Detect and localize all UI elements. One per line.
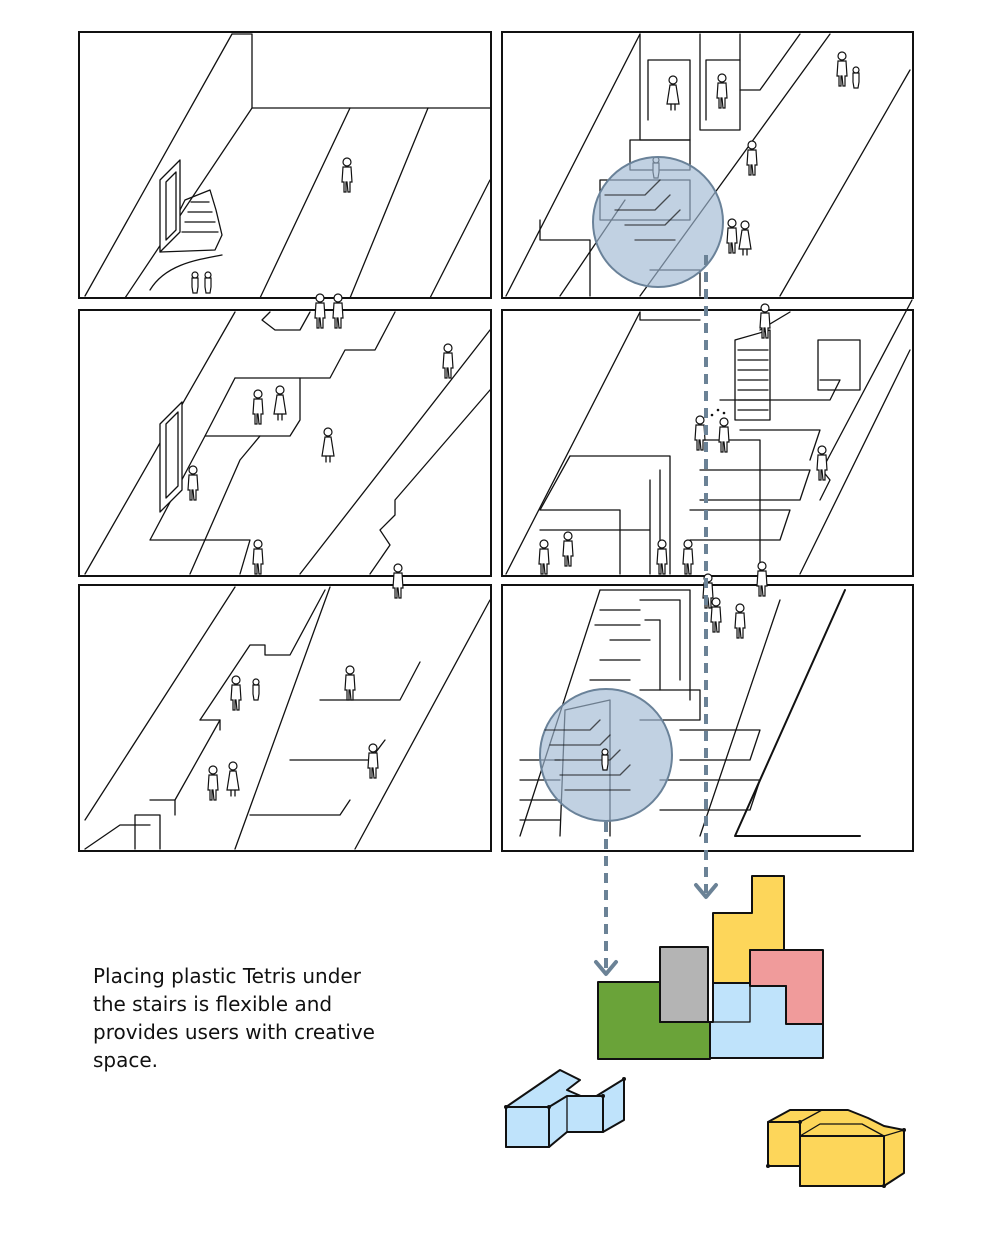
- callout-circle-top: [592, 156, 724, 288]
- panel-1: [78, 31, 492, 299]
- tetris-grey-block: [659, 946, 709, 1023]
- arrow-top-callout: [694, 255, 718, 899]
- panel-5: [78, 563, 492, 852]
- arrow-bottom-callout: [594, 822, 618, 976]
- panel-3: [78, 293, 492, 577]
- panel-2: [501, 31, 914, 299]
- tetris-iso-blue: [504, 1069, 626, 1148]
- tetris-assembly: [597, 875, 824, 1060]
- caption-text: Placing plastic Tetris under the stairs …: [93, 964, 375, 1072]
- tetris-iso-yellow: [766, 1109, 906, 1188]
